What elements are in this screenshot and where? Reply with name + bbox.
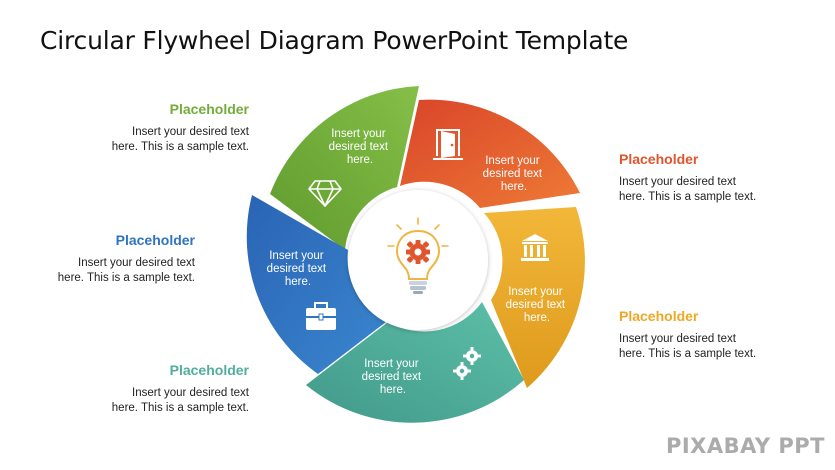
- callout-label-green: Placeholder: [169, 101, 249, 117]
- segment-text-teal: Insert your desired text here.: [362, 358, 425, 396]
- callout-label-blue: Placeholder: [115, 232, 195, 248]
- bank-icon: [521, 234, 549, 261]
- segment-orange: [400, 99, 580, 208]
- slide-title: Circular Flywheel Diagram PowerPoint Tem…: [40, 26, 629, 55]
- segment-text-green: Insert your desired text here.: [329, 128, 392, 166]
- segment-yellow: [484, 207, 585, 388]
- callout-label-yellow: Placeholder: [619, 308, 699, 324]
- callout-label-orange: Placeholder: [619, 151, 699, 167]
- segment-teal: [306, 302, 524, 423]
- segment-green: [270, 86, 419, 250]
- segment-blue: [246, 195, 386, 374]
- briefcase-icon: [306, 302, 336, 330]
- segment-text-yellow: Insert your desired text here.: [506, 286, 569, 324]
- segment-text-blue: Insert your desired text here.: [267, 250, 330, 288]
- watermark: PIXABAY PPT: [665, 434, 825, 458]
- door-icon: [433, 129, 463, 160]
- callout-label-teal: Placeholder: [169, 362, 249, 378]
- lightbulb-gear-icon: [387, 217, 449, 294]
- diamond-icon: [308, 180, 342, 207]
- segment-text-orange: Insert your desired text here.: [483, 155, 546, 193]
- gears-icon: [453, 347, 481, 380]
